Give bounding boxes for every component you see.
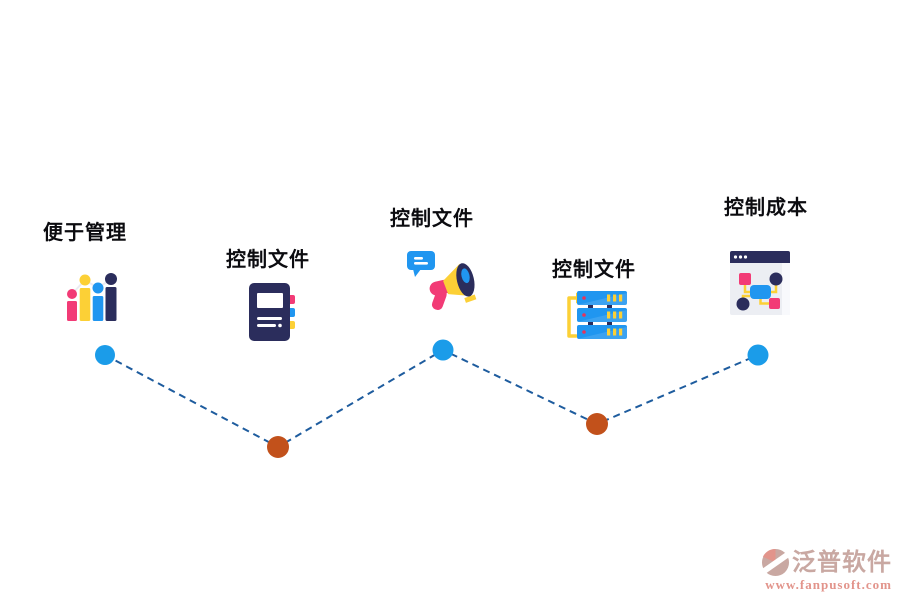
timeline-node-5 xyxy=(747,344,769,366)
browser-flowchart-icon xyxy=(729,249,792,317)
notebook-icon xyxy=(245,283,298,343)
watermark-url-text: www.fanpusoft.com xyxy=(765,577,892,592)
bar-chart-people-icon xyxy=(64,268,120,321)
timeline-node-3 xyxy=(432,339,454,361)
timeline-node-1 xyxy=(95,345,115,365)
timeline-node-4 xyxy=(586,413,608,435)
item-1-label: 便于管理 xyxy=(43,222,127,244)
server-stack-icon xyxy=(561,291,629,344)
item-2-label: 控制文件 xyxy=(226,249,310,271)
watermark: 泛普软件 www.fanpusoft.com xyxy=(761,548,892,591)
item-4-label: 控制文件 xyxy=(552,259,636,281)
fanpu-logo-icon xyxy=(761,548,790,577)
watermark-brand-text: 泛普软件 xyxy=(792,549,892,576)
item-5-label: 控制成本 xyxy=(724,197,808,219)
megaphone-icon xyxy=(406,250,479,314)
dashed-zigzag-line xyxy=(104,348,759,449)
timeline-node-2 xyxy=(267,436,289,458)
item-3-label: 控制文件 xyxy=(390,208,474,230)
